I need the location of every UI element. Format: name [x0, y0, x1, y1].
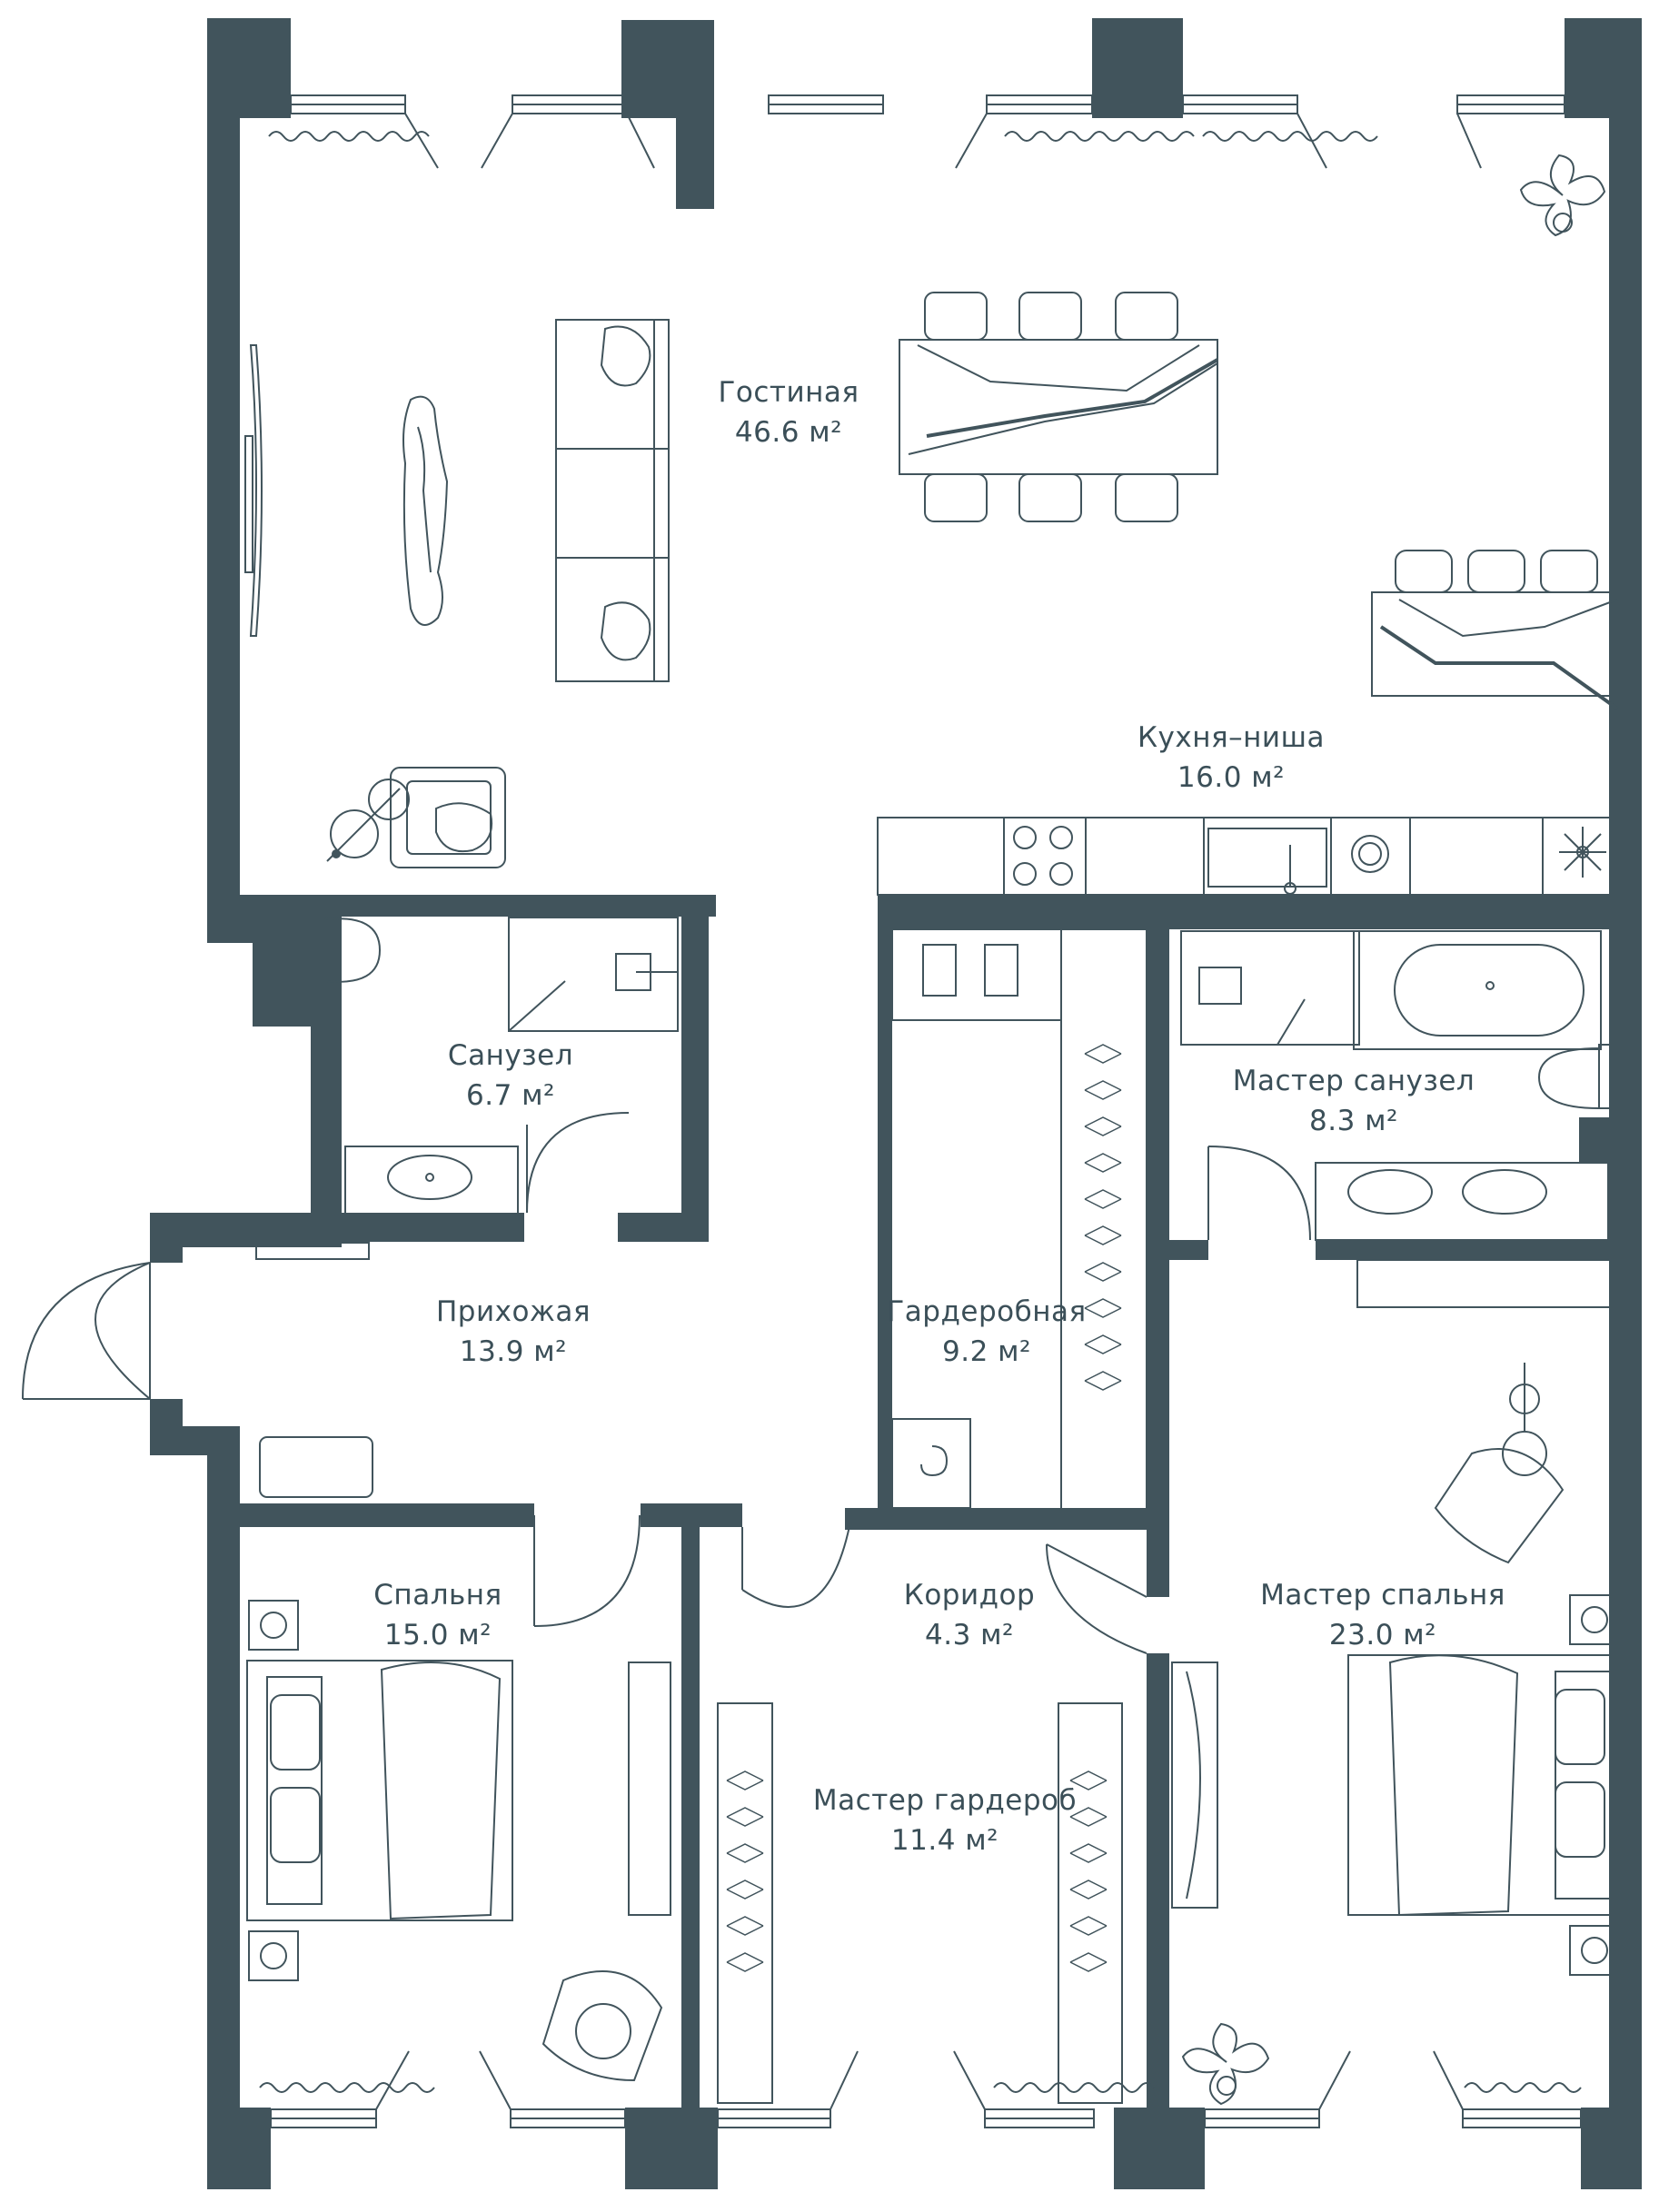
plant-icon-master: [1181, 2022, 1270, 2106]
room-label-master-bath: Мастер санузел 8.3 м²: [1233, 1061, 1475, 1141]
toilet-icon: [283, 917, 382, 983]
room-area: 6.7 м²: [466, 1079, 555, 1112]
shower-icon: [508, 917, 679, 1032]
lamp-icon: [326, 779, 410, 862]
dishes-icon: [1351, 835, 1389, 873]
dining-chairs: [924, 292, 1178, 522]
room-label-master-wardrobe: Мастер гардероб 11.4 м²: [813, 1781, 1077, 1860]
armchair-icon-bedroom: [541, 1970, 663, 2082]
entry-door: [22, 1262, 151, 1400]
wardrobe-rail-icon: [1084, 1044, 1122, 1391]
walls: [150, 18, 1642, 2189]
room-name: Гостиная: [718, 376, 859, 409]
room-name: Коридор: [903, 1579, 1036, 1612]
room-label-hall: Прихожая 13.9 м²: [436, 1292, 591, 1372]
nightstand-icon: [248, 1600, 299, 1981]
windows-bottom: [270, 2050, 1582, 2128]
room-label-bedroom: Спальня 15.0 м²: [373, 1575, 502, 1655]
bathtub-icon: [1353, 930, 1602, 1050]
sofa-icon: [555, 319, 670, 682]
room-area: 8.3 м²: [1309, 1105, 1398, 1137]
nightstand-icon-master: [1569, 1594, 1620, 1976]
room-name: Кухня–ниша: [1138, 721, 1325, 754]
doormat-icon: [259, 1436, 373, 1498]
armchair-icon-master: [1434, 1363, 1565, 1564]
door-swing-master-bath: [1207, 1146, 1311, 1241]
door-swing-icon: [526, 1112, 630, 1214]
room-label-corridor: Коридор 4.3 м²: [904, 1575, 1035, 1655]
master-wardrobe-units: [717, 1702, 1123, 2104]
room-label-kitchen: Кухня–ниша 16.0 м²: [1138, 718, 1325, 798]
master-bedroom-shelf: [1356, 1259, 1611, 1308]
windows-top: [290, 94, 1565, 169]
wardrobe-room-furniture: [891, 928, 1147, 1512]
bed-icon: [246, 1660, 513, 1921]
bar-counter-icon: [1371, 550, 1620, 710]
room-label-wardrobe: Гардеробная 9.2 м²: [887, 1292, 1086, 1372]
room-area: 9.2 м²: [942, 1335, 1031, 1368]
room-name: Прихожая: [435, 1295, 591, 1328]
room-area: 16.0 м²: [1177, 761, 1286, 794]
sink-icon-bath: [344, 1146, 519, 1215]
room-area: 13.9 м²: [459, 1335, 568, 1368]
room-area: 4.3 м²: [925, 1619, 1014, 1652]
room-name: Санузел: [447, 1039, 574, 1072]
armchair-icon: [390, 767, 506, 868]
plant-icon: [1519, 154, 1606, 237]
door-swing-bedroom: [533, 1514, 641, 1627]
room-name: Спальня: [373, 1579, 502, 1612]
radiator-icon: [255, 1242, 370, 1260]
toilet-icon-master: [1537, 1044, 1622, 1110]
room-name: Мастер санузел: [1232, 1065, 1475, 1097]
door-swing-corridor: [741, 1525, 1147, 1654]
room-label-bath: Санузел 6.7 м²: [448, 1036, 573, 1116]
room-area: 46.6 м²: [734, 416, 843, 449]
room-name: Мастер спальня: [1260, 1579, 1505, 1612]
stove-icon: [1013, 826, 1073, 886]
sink-icon: [1207, 828, 1327, 895]
tv-unit: [244, 344, 263, 637]
fan-icon: [1559, 827, 1606, 878]
room-area: 15.0 м²: [383, 1619, 492, 1652]
dresser-icon-master: [1171, 1661, 1218, 1909]
curtains-top: [268, 131, 1378, 142]
bed-icon-master: [1347, 1654, 1618, 1917]
dresser-icon: [628, 1661, 671, 1916]
shower-icon-master: [1180, 930, 1360, 1046]
room-area: 11.4 м²: [890, 1824, 999, 1857]
curtains-bottom: [259, 2082, 1582, 2093]
room-name: Гардеробная: [887, 1295, 1087, 1328]
room-area: 23.0 м²: [1328, 1619, 1437, 1652]
kitchen-counter: [877, 817, 1611, 896]
coffee-table-icon: [402, 395, 449, 626]
room-label-living: Гостиная 46.6 м²: [718, 372, 859, 452]
dining-table-icon: [899, 339, 1218, 475]
room-name: Мастер гардероб: [812, 1784, 1078, 1817]
double-vanity-icon: [1315, 1162, 1609, 1241]
room-label-master-bedroom: Мастер спальня 23.0 м²: [1260, 1575, 1505, 1655]
